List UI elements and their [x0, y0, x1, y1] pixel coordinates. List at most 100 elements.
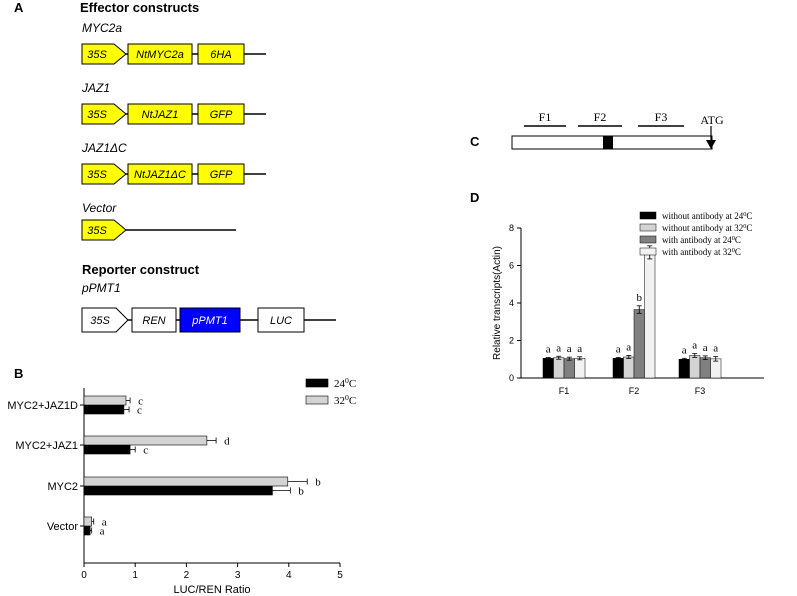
chart-b-bar	[83, 516, 92, 527]
chart-b-bar	[83, 525, 91, 536]
chart-b-category-label: MYC2+JAZ1D	[7, 400, 78, 412]
chart-d-legend-label-sup: 0	[732, 247, 735, 254]
chart-d-legend-label-value: without antibody at 32	[662, 223, 743, 233]
chart-d-bar	[633, 309, 645, 379]
chart-b-x-tick-label: 3	[235, 570, 241, 581]
promoter-label-jaz1dc: 35S	[87, 169, 107, 181]
gene-label-ntjaz1dc: NtJAZ1ΔC	[134, 169, 186, 181]
chart-d-significance-letter: a	[682, 344, 687, 356]
chart-d-legend-swatch	[639, 247, 657, 256]
chart-d-significance-letter: a	[567, 343, 572, 355]
gene-label-ntmyc2a: NtMYC2a	[136, 49, 184, 61]
chart-d-bar	[678, 359, 690, 379]
panel-a: A Effector constructs MYC2a 35S NtMYC2a …	[14, 0, 336, 333]
gene-label-ntjaz1: NtJAZ1	[142, 109, 179, 121]
gene-box-ppmt1	[179, 307, 241, 333]
promoter-label-jaz1: 35S	[87, 109, 107, 121]
promoter-arrow-jaz1	[81, 103, 127, 125]
chart-b-legend-label: 320C	[334, 393, 356, 408]
chart-b-x-label: LUC/REN Ratio	[173, 584, 250, 596]
promoter-arrow-vector	[81, 219, 127, 241]
effector-heading: Effector constructs	[80, 0, 199, 15]
chart-b-significance-letter: a	[102, 517, 107, 529]
chart-d-significance-letter: a	[546, 343, 551, 355]
chart-d-legend-swatch	[639, 223, 657, 232]
atg-arrow-head	[706, 140, 716, 149]
chart-d-legend-label-value: without antibody at 24	[662, 211, 744, 221]
chart-d-bar	[699, 357, 711, 379]
chart-d-bar	[542, 358, 554, 379]
chart-b-bar	[83, 435, 208, 446]
chart-b-legend-label-value: 32	[334, 395, 345, 407]
fragment-label-f1: F1	[539, 110, 552, 124]
chart-d-significance-letter: a	[556, 342, 561, 354]
chart-b-x-tick-label: 0	[81, 570, 87, 581]
chart-d-bar	[644, 252, 656, 379]
chart-b-bar	[83, 485, 273, 496]
chart-d-significance-letter: a	[626, 342, 631, 354]
gene-label-ren: REN	[142, 315, 165, 327]
chart-d-y-label: Relative transcripts(Actin)	[492, 246, 503, 360]
chart-d-bar	[612, 358, 624, 379]
reporter-name: pPMT1	[81, 281, 121, 295]
chart-b-legend-swatch	[305, 395, 329, 405]
promoter-arrow-jaz1dc	[81, 163, 127, 185]
chart-d-bar	[563, 358, 575, 379]
construct-name-myc2a: MYC2a	[82, 21, 122, 35]
gene-box-gfp-2	[197, 163, 245, 185]
chart-b-significance-letter: a	[100, 526, 105, 538]
chart-d-legend-label: with antibody at 320C	[662, 247, 741, 258]
panel-b-label: B	[14, 366, 23, 381]
chart-b-x-tick-label: 4	[286, 570, 292, 581]
chart-d-bar	[623, 356, 635, 379]
chart-b-bar	[83, 444, 131, 455]
chart-d-legend-label-unit: C	[735, 235, 741, 245]
chart-b-legend-swatch	[305, 378, 329, 388]
chart-d-y-tick-label: 0	[509, 373, 514, 383]
chart-d-bar	[574, 358, 586, 379]
gene-box-luc	[257, 307, 305, 333]
chart-d-legend-swatch	[639, 235, 657, 244]
chart-b-significance-letter: c	[137, 405, 142, 417]
gene-box-ren	[131, 307, 177, 333]
chart-d-legend-label-unit: C	[746, 223, 752, 233]
chart-b-legend-label-sup: 0	[345, 376, 349, 385]
gene-box-6ha	[197, 43, 245, 65]
chart-d-legend-label-sup: 0	[743, 211, 746, 218]
reporter-heading: Reporter construct	[82, 262, 200, 277]
chart-b-significance-letter: b	[298, 486, 304, 498]
chart-d-legend-label-unit: C	[746, 211, 752, 221]
chart-b-category-label: MYC2+JAZ1	[15, 440, 78, 452]
chart-b-significance-letter: c	[138, 396, 143, 408]
chart-d-significance-letter: a	[616, 343, 621, 355]
chart-d-legend-label-value: with antibody at 32	[662, 247, 732, 257]
chart-d-y-tick-label: 6	[509, 261, 514, 271]
gene-label-luc: LUC	[270, 315, 292, 327]
chart-b-x-tick-label: 5	[337, 570, 343, 581]
construct-name-jaz1dc: JAZ1ΔC	[81, 141, 127, 155]
chart-b-legend-label-unit: C	[349, 378, 356, 390]
chart-b-x-tick-label: 2	[184, 570, 190, 581]
gene-label-gfp-2: GFP	[210, 169, 233, 181]
chart-b-legend-label-value: 24	[334, 378, 346, 390]
chart-d-bar	[553, 357, 565, 379]
construct-name-jaz1: JAZ1	[81, 81, 110, 95]
chart-d-legend-label: without antibody at 320C	[662, 223, 752, 234]
chart-d-category-label: F1	[559, 386, 570, 396]
chart-d-legend-swatch	[639, 211, 657, 220]
reporter-promoter-label: 35S	[90, 315, 110, 327]
chart-d-significance-letter: a	[703, 342, 708, 354]
chart-b-bar	[83, 476, 289, 487]
gene-box-ntmyc2a	[127, 43, 193, 65]
chart-b-significance-letter: b	[315, 477, 321, 489]
panel-a-label: A	[14, 0, 24, 15]
fragment-label-f2: F2	[594, 110, 607, 124]
chart-b-legend-label: 240C	[334, 376, 356, 391]
gene-box-ntjaz1	[127, 103, 193, 125]
promoter-arrow-myc2a	[81, 43, 127, 65]
gene-box-ntjaz1dc	[127, 163, 193, 185]
chart-b-category-label: Vector	[47, 521, 79, 533]
